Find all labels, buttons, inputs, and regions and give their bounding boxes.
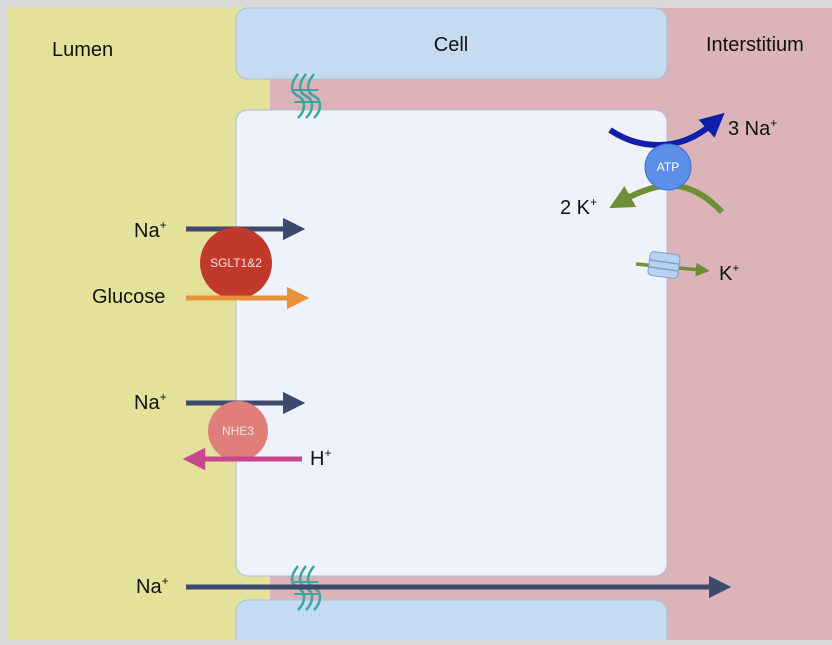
na-sglt-label: Na+ <box>134 218 167 242</box>
na-nhe-label: Na+ <box>134 390 167 414</box>
h-label: H+ <box>310 446 331 470</box>
sglt-transporter <box>200 227 272 299</box>
cell-cap-top <box>235 7 668 80</box>
lumen-label: Lumen <box>52 39 113 61</box>
nhe3-transporter <box>208 401 268 461</box>
nhe3-label: NHE3 <box>222 424 254 438</box>
k-pump-in-label: 2 K+ <box>560 195 597 219</box>
cell-label: Cell <box>434 34 468 56</box>
lumen-region <box>8 8 270 640</box>
cell-body <box>235 109 668 577</box>
cell-cap-bottom <box>235 599 668 645</box>
k-channel-icon <box>647 251 681 279</box>
k-channel-label: K+ <box>719 261 739 285</box>
glucose-label: Glucose <box>92 286 165 308</box>
tight-junction-icon <box>290 73 322 119</box>
na-paracellular-label: Na+ <box>136 574 169 598</box>
interstitium-label: Interstitium <box>706 34 804 56</box>
sglt-label: SGLT1&2 <box>210 256 262 270</box>
na-pump-out-label: 3 Na+ <box>728 116 777 140</box>
atp-label: ATP <box>657 160 679 174</box>
atp-pump <box>644 143 692 191</box>
